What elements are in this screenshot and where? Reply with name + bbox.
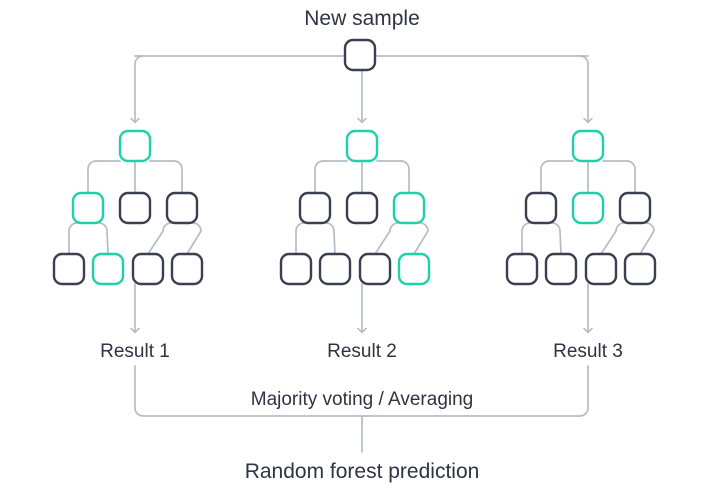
node-root-new-sample[interactable] [343,38,377,72]
tree-2-leaf-node-2[interactable] [318,252,352,286]
tree-3-leaf-node-2[interactable] [544,252,578,286]
connector-lines [68,55,655,453]
tree-2-leaf-node-1[interactable] [279,252,313,286]
tree-1-nodes [52,129,204,286]
final-prediction-label: Random forest prediction [245,460,480,483]
tree-2-leaf-node-4[interactable] [397,252,431,286]
new-sample-label: New sample [304,7,420,30]
tree-3-leaf-node-1[interactable] [505,252,539,286]
tree-1-connectors [68,160,202,332]
tree-1-internal-node-1[interactable] [71,191,105,225]
tree-3-internal-node-2[interactable] [571,191,605,225]
result-label-3: Result 3 [553,341,623,362]
diagram-labels: New sample Result 1 Result 2 Result 3 Ma… [100,7,623,483]
tree-3-root-node[interactable] [571,129,605,163]
root-distribution-connector [135,55,588,122]
tree-2-leaf-node-3[interactable] [358,252,392,286]
result-label-2: Result 2 [327,341,397,362]
tree-1-leaf-node-3[interactable] [131,252,165,286]
tree-1-root-node[interactable] [118,129,152,163]
tree-2-internal-node-2[interactable] [345,191,379,225]
tree-1-internal-node-3[interactable] [165,191,199,225]
tree-2-connectors [295,160,429,332]
tree-3-internal-node-3[interactable] [618,191,652,225]
result-label-1: Result 1 [100,341,170,362]
tree-3-leaf-node-3[interactable] [584,252,618,286]
tree-3-nodes [505,129,657,286]
tree-2-internal-node-3[interactable] [392,191,426,225]
tree-3-leaf-node-4[interactable] [623,252,657,286]
tree-3-internal-node-1[interactable] [524,191,558,225]
tree-1-leaf-node-1[interactable] [52,252,86,286]
tree-1-internal-node-2[interactable] [118,191,152,225]
tree-1-leaf-node-4[interactable] [170,252,204,286]
tree-nodes [52,38,657,286]
aggregation-bracket [134,365,589,453]
tree-3-connectors [521,160,655,332]
tree-1-leaf-node-2[interactable] [91,252,125,286]
tree-2-internal-node-1[interactable] [298,191,332,225]
tree-2-root-node[interactable] [345,129,379,163]
aggregation-label: Majority voting / Averaging [251,389,474,410]
tree-2-nodes [279,129,431,286]
